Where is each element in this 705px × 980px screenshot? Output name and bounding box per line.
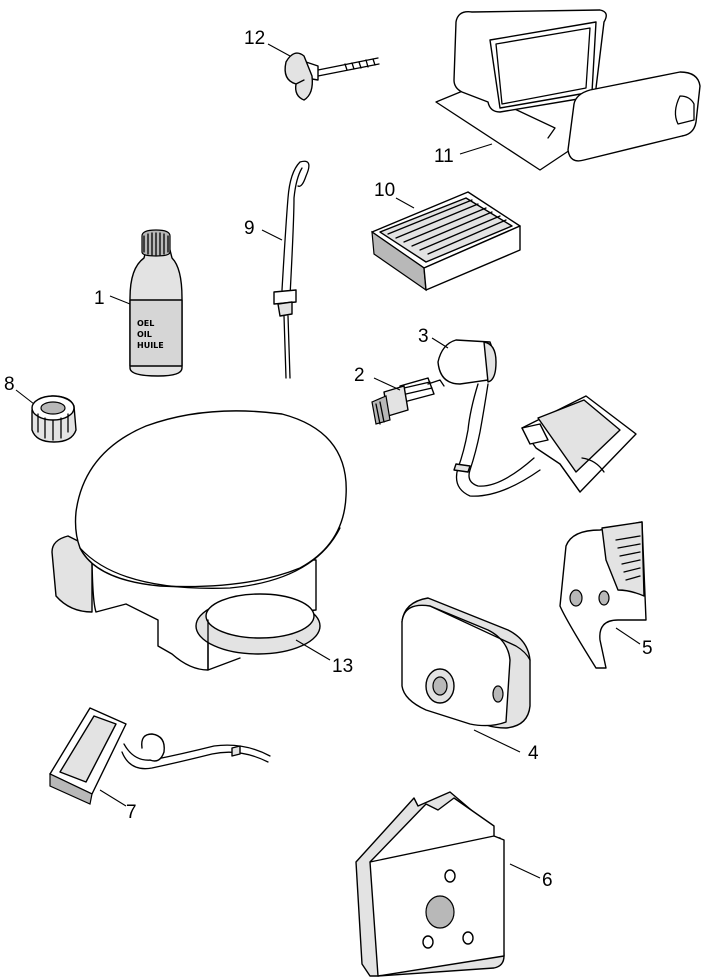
part-11-air-cleaner-cover [435, 9, 701, 171]
callout-12: 12 [244, 28, 265, 49]
callout-2: 2 [354, 365, 365, 386]
callout-7: 7 [126, 802, 137, 823]
callout-13: 13 [332, 656, 353, 677]
part-9-dipstick [273, 160, 310, 379]
callout-4: 4 [528, 743, 539, 764]
callout-10: 10 [374, 180, 395, 201]
part-4-muffler [401, 597, 531, 729]
callout-1: 1 [94, 288, 105, 309]
bottle-label-line3: HUILE [137, 341, 164, 350]
part-2-spark-plug [371, 377, 445, 425]
part-6-shield-plate [355, 791, 505, 977]
part-1-oil-bottle: OEL OIL HUILE [129, 229, 183, 377]
part-8-filler-cap [31, 395, 77, 443]
callout-11: 11 [434, 146, 454, 167]
leader-lines [15, 43, 641, 879]
part-3-plug-cap [437, 339, 637, 497]
callout-8: 8 [4, 374, 15, 395]
part-7-ignition-coil [49, 707, 271, 805]
part-13-fuel-tank [51, 410, 347, 671]
bottle-label-line1: OEL [137, 319, 154, 328]
callout-9: 9 [244, 218, 255, 239]
callout-3: 3 [418, 326, 429, 347]
callout-6: 6 [542, 870, 553, 891]
bottle-label-line2: OIL [137, 330, 152, 339]
part-10-air-filter [371, 191, 521, 292]
part-12-filler-plug [284, 52, 380, 101]
callout-5: 5 [642, 638, 653, 659]
part-5-bracket [559, 521, 647, 669]
